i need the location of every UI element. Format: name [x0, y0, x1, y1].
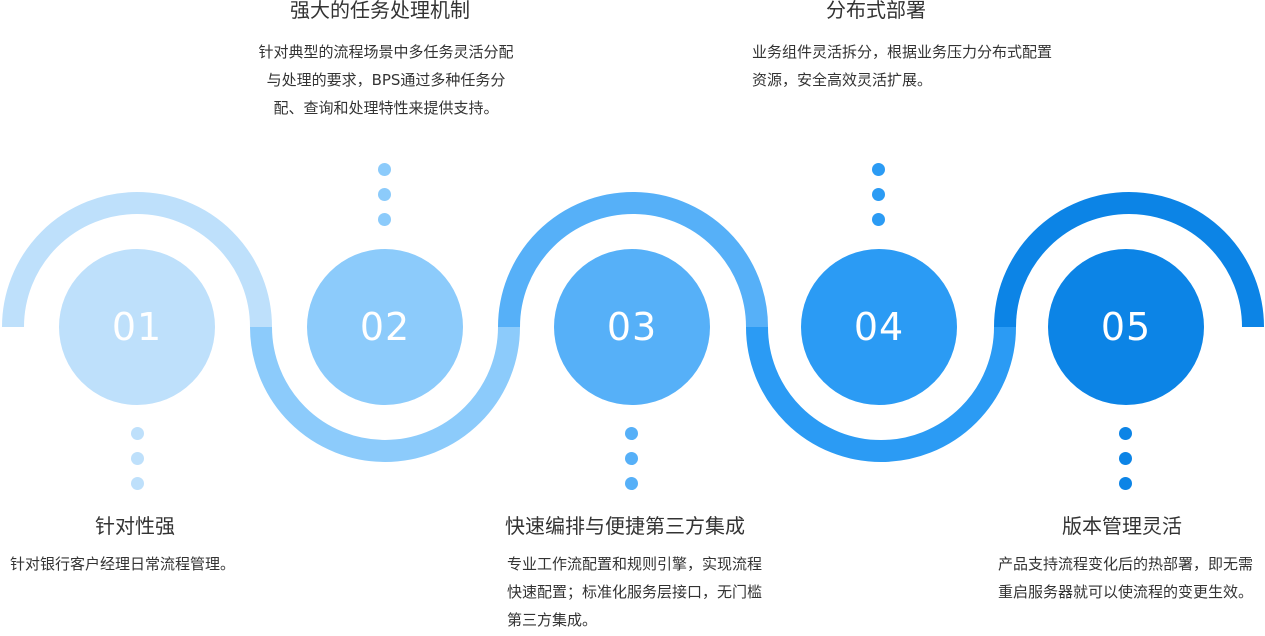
connector-dot	[872, 213, 885, 226]
step-title-02: 强大的任务处理机制	[290, 0, 470, 22]
step-desc-01: 针对银行客户经理日常流程管理。	[10, 555, 236, 573]
step-title-03: 快速编排与便捷第三方集成	[505, 514, 745, 538]
connector-dot	[378, 163, 391, 176]
step-circle-02	[307, 249, 463, 405]
connector-dot	[872, 163, 885, 176]
step-title-01: 针对性强	[95, 514, 175, 538]
arc-01	[2, 192, 272, 328]
connector-dot	[1119, 477, 1132, 490]
step-circle-04	[801, 249, 957, 405]
connector-dot	[625, 427, 638, 440]
connector-dot	[378, 213, 391, 226]
step-desc-04: 业务组件灵活拆分，根据业务压力分布式配置资源，安全高效灵活扩展。	[752, 43, 1053, 89]
connector-dot	[131, 452, 144, 465]
arc-03	[498, 192, 768, 328]
step-number-01: 01	[111, 305, 163, 349]
connector-dot	[625, 477, 638, 490]
connector-dot	[131, 477, 144, 490]
connector-dot	[872, 188, 885, 201]
connector-dot	[378, 188, 391, 201]
step-desc-05: 产品支持流程变化后的热部署，即无需重启服务器就可以使流程的变更生效。	[998, 555, 1254, 601]
step-number-02: 02	[359, 305, 411, 349]
step-circle-03	[554, 249, 710, 405]
arc-05	[994, 192, 1264, 328]
step-circle-05	[1048, 249, 1204, 405]
step-desc-02: 针对典型的流程场景中多任务灵活分配与处理的要求，BPS通过多种任务分配、查询和处…	[258, 43, 514, 117]
step-desc-03: 专业工作流配置和规则引擎，实现流程快速配置；标准化服务层接口，无门槛第三方集成。	[507, 555, 763, 629]
connector-dot	[1119, 427, 1132, 440]
step-title-04: 分布式部署	[826, 0, 926, 22]
step-title-05: 版本管理灵活	[1062, 514, 1182, 538]
step-number-04: 04	[853, 305, 905, 349]
step-circle-01	[59, 249, 215, 405]
arc-02	[250, 326, 520, 462]
step-number-03: 03	[606, 305, 658, 349]
step-number-05: 05	[1100, 305, 1152, 349]
connector-dot	[625, 452, 638, 465]
connector-dot	[131, 427, 144, 440]
connector-dot	[1119, 452, 1132, 465]
arc-04	[746, 326, 1016, 462]
